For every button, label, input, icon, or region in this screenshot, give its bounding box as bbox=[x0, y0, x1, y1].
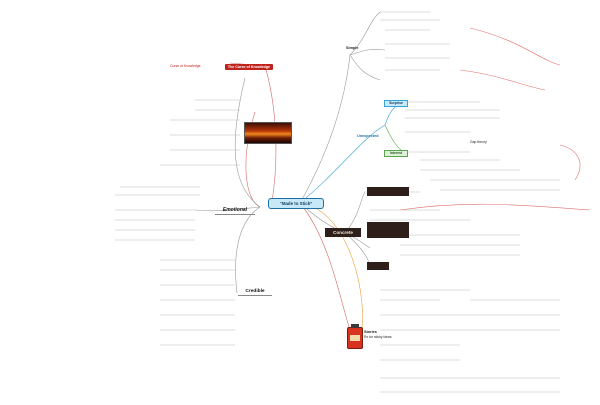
curse-note: Curse of Knowledge bbox=[170, 64, 201, 68]
concrete-node[interactable]: Concrete bbox=[325, 228, 361, 237]
surprise-node[interactable]: Surprise bbox=[384, 100, 408, 107]
emotional-node[interactable]: Emotional bbox=[215, 207, 255, 215]
flame-image bbox=[244, 122, 292, 144]
concrete-sub-3 bbox=[367, 262, 389, 270]
curse-label: The Curse of Knowledge bbox=[227, 65, 271, 69]
credible-node[interactable]: Credible bbox=[238, 288, 272, 296]
stories-node[interactable]: Stories bbox=[364, 330, 377, 334]
unexpected-label: Unexpected bbox=[357, 134, 379, 138]
simple-node[interactable]: Simple bbox=[346, 46, 358, 50]
emotional-label: Emotional bbox=[222, 207, 248, 213]
gap-theory-label: Gap theory bbox=[470, 140, 487, 144]
central-topic-label: “Made to Stick” bbox=[279, 201, 313, 206]
stories-rx-text: Rx for sticky ideas bbox=[364, 335, 392, 339]
gap-theory-node[interactable]: Gap theory bbox=[470, 140, 487, 144]
curse-of-knowledge-node[interactable]: The Curse of Knowledge bbox=[225, 64, 273, 70]
curse-note-text: Curse of Knowledge bbox=[170, 64, 201, 68]
interest-label: Interest bbox=[389, 151, 403, 155]
simple-label: Simple bbox=[346, 46, 359, 50]
medicine-bottle-icon bbox=[347, 324, 363, 349]
concrete-label: Concrete bbox=[333, 230, 353, 235]
interest-node[interactable]: Interest bbox=[384, 150, 408, 157]
stories-rx: Rx for sticky ideas bbox=[364, 335, 392, 339]
concrete-sub-2 bbox=[367, 222, 409, 238]
central-topic[interactable]: “Made to Stick” bbox=[268, 198, 324, 209]
unexpected-node[interactable]: Unexpected bbox=[357, 134, 379, 138]
concrete-sub-1 bbox=[367, 187, 409, 196]
stories-label: Stories bbox=[364, 330, 377, 334]
credible-label: Credible bbox=[245, 289, 265, 294]
surprise-label: Surprise bbox=[389, 101, 403, 105]
